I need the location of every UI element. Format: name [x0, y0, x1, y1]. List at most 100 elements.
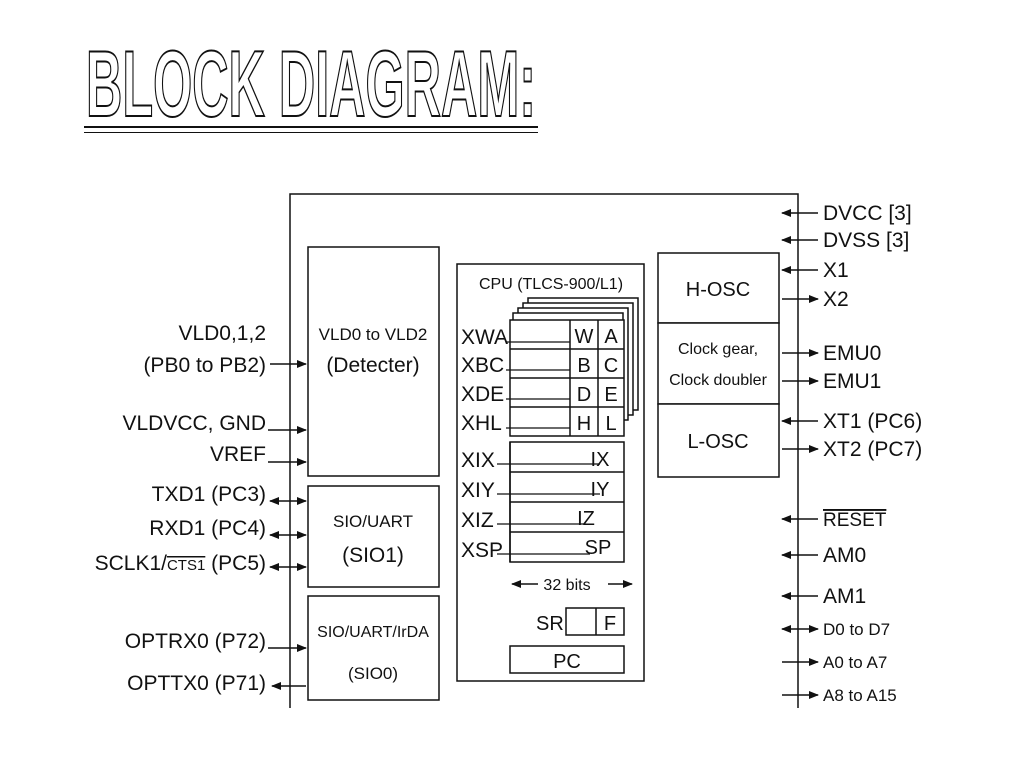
- index-register-iy: IY: [591, 479, 610, 501]
- left-pin-label: VLD0,1,2: [178, 322, 266, 345]
- left-pin-txd1-pc3: TXD1 (PC3): [152, 483, 307, 506]
- left-pin-optrx0-p72: OPTRX0 (P72): [125, 630, 307, 653]
- left-pin-label: OPTTX0 (P71): [127, 672, 266, 695]
- page-title-text: BLOCK DIAGRAM:: [86, 32, 536, 122]
- sr-register: [565, 607, 625, 636]
- right-pin-label: D0 to D7: [823, 620, 890, 639]
- left-pin-vldvcc-gnd: VLDVCC, GND: [122, 412, 307, 435]
- right-pin-label: X1: [823, 259, 849, 282]
- sio0-block-line1: SIO/UART/IrDA: [317, 624, 429, 641]
- right-pin-label: AM0: [823, 544, 866, 567]
- left-pin-label: TXD1 (PC3): [152, 483, 266, 506]
- left-pin-label: OPTRX0 (P72): [125, 630, 266, 653]
- left-pin-label: (PB0 to PB2): [143, 354, 266, 377]
- left-pin-group: VLD0,1,2 (PB0 to PB2) VLDVCC, GND VREF TXD1 …: [95, 322, 307, 695]
- flag-label: F: [604, 613, 616, 635]
- clock-gear-line2: Clock doubler: [669, 372, 768, 389]
- page-title: BLOCK DIAGRAM:: [85, 32, 537, 122]
- right-pin-label: AM1: [823, 585, 866, 608]
- title-underline: [84, 126, 538, 133]
- register-hi-byte-d: D: [577, 384, 591, 406]
- register-lo-byte-c: C: [604, 355, 618, 377]
- left-pin-vld0-1-2: VLD0,1,2: [178, 322, 266, 345]
- left-pin-label: VREF: [210, 443, 266, 466]
- right-pin-xt2-pc7: XT2 (PC7): [782, 438, 922, 461]
- register-hi-byte-w: W: [575, 326, 594, 348]
- right-pin-label: A8 to A15: [823, 686, 897, 705]
- right-pin-label: XT2 (PC7): [823, 438, 922, 461]
- left-pin-vref: VREF: [210, 443, 307, 466]
- losc-label: L-OSC: [687, 431, 748, 453]
- register-lo-byte-l: L: [605, 413, 616, 435]
- register-bank-grid: [510, 320, 624, 436]
- sio1-block-line1: SIO/UART: [333, 512, 413, 531]
- left-pin-rxd1-pc4: RXD1 (PC4): [149, 517, 307, 540]
- sio0-block-line2: (SIO0): [348, 664, 398, 683]
- register-name-xde: XDE: [461, 383, 504, 406]
- vld-block: [307, 246, 440, 477]
- left-pin-label: SCLK1/CTS1 (PC5): [95, 552, 266, 575]
- right-pin-emu0: EMU0: [782, 342, 881, 365]
- vld-block-line2: (Detecter): [326, 354, 419, 377]
- left-pin-sclk1-pc5: SCLK1/CTS1 (PC5): [95, 552, 307, 575]
- register-name-xbc: XBC: [461, 354, 504, 377]
- register-bank-stack: [509, 297, 639, 437]
- right-pin-label: A0 to A7: [823, 653, 887, 672]
- right-pin-xt1-pc6: XT1 (PC6): [781, 410, 922, 433]
- sr-label: SR: [536, 613, 564, 635]
- pc-label: PC: [553, 651, 581, 673]
- register-lo-byte-a: A: [604, 326, 618, 348]
- right-pin-label: DVSS [3]: [823, 229, 909, 252]
- index-register-iz: IZ: [577, 508, 595, 530]
- right-pin-am1: AM1: [781, 585, 866, 608]
- index-register-sp: SP: [585, 537, 612, 559]
- register-lo-byte-e: E: [604, 384, 617, 406]
- right-pin-label: EMU1: [823, 370, 881, 393]
- register-hi-byte-b: B: [577, 355, 590, 377]
- right-pin-label: RESET: [823, 510, 887, 531]
- register-name-xiz: XIZ: [461, 509, 494, 532]
- right-pin-reset: RESET: [781, 510, 887, 531]
- clock-gear-block: [657, 322, 780, 405]
- left-pin-label: VLDVCC, GND: [122, 412, 266, 435]
- right-pin-a8-to-a15: A8 to A15: [782, 686, 897, 705]
- register-hi-byte-h: H: [577, 413, 591, 435]
- left-pin-label: RXD1 (PC4): [149, 517, 266, 540]
- right-pin-x2: X2: [782, 288, 849, 311]
- register-leaders: [497, 341, 600, 555]
- right-pin-am0: AM0: [781, 544, 866, 567]
- left-pin-pb0-to-pb2: (PB0 to PB2): [143, 354, 307, 377]
- clock-gear-line1: Clock gear,: [678, 341, 758, 358]
- hosc-label: H-OSC: [686, 279, 750, 301]
- right-pin-dvcc-3: DVCC [3]: [781, 202, 912, 225]
- register-names: XWA XBC XDE XHL XIX XIY XIZ XSP: [461, 326, 508, 562]
- right-pin-label: EMU0: [823, 342, 881, 365]
- chip-outline: [289, 193, 799, 708]
- vld-block-line1: VLD0 to VLD2: [319, 325, 428, 344]
- right-pin-a0-to-a7: A0 to A7: [782, 653, 887, 672]
- register-name-xix: XIX: [461, 449, 495, 472]
- sio0-block: [307, 595, 440, 701]
- index-register-grid: [509, 441, 625, 563]
- bits-label: 32 bits: [543, 577, 590, 594]
- right-pin-emu1: EMU1: [782, 370, 881, 393]
- pc-register: [509, 645, 625, 674]
- losc-block: [657, 403, 780, 478]
- right-pin-label: XT1 (PC6): [823, 410, 922, 433]
- right-pin-d0-to-d7: D0 to D7: [781, 620, 890, 639]
- register-name-xsp: XSP: [461, 539, 503, 562]
- sio1-block: [307, 485, 440, 588]
- right-pin-label: X2: [823, 288, 849, 311]
- hosc-block: [657, 252, 780, 324]
- cpu-block-title: CPU (TLCS-900/L1): [479, 276, 623, 293]
- left-pin-opttx0-p71: OPTTX0 (P71): [127, 672, 306, 695]
- right-pin-x1: X1: [781, 259, 849, 282]
- right-pin-dvss-3: DVSS [3]: [781, 229, 909, 252]
- register-name-xiy: XIY: [461, 479, 495, 502]
- sio1-block-line2: (SIO1): [342, 544, 404, 567]
- register-name-xhl: XHL: [461, 412, 502, 435]
- register-name-xwa: XWA: [461, 326, 508, 349]
